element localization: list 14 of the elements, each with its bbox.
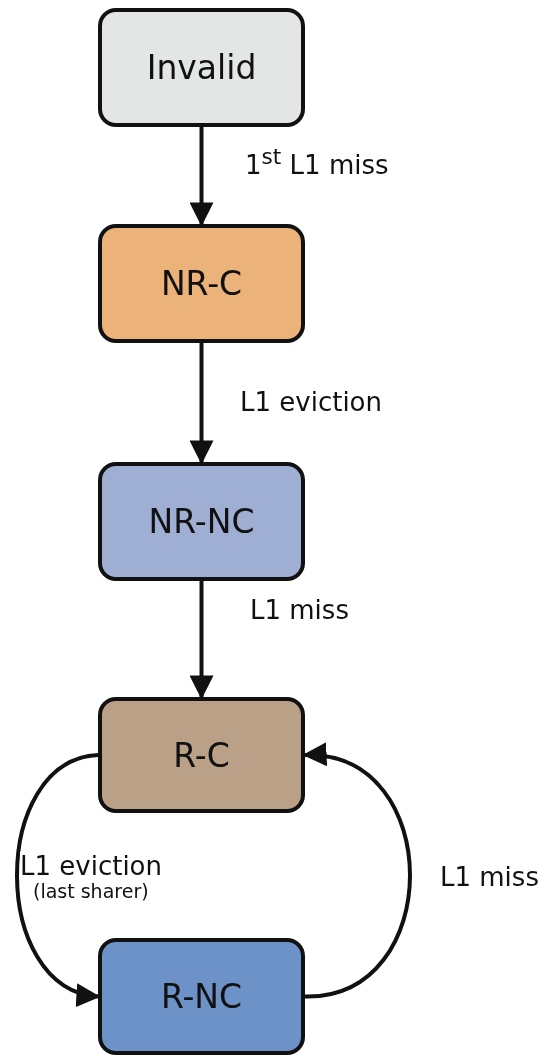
arrow <box>189 127 214 227</box>
state-box <box>98 697 305 813</box>
arrow <box>189 343 214 465</box>
state-name: Invalid <box>146 48 257 87</box>
edge-note: (last sharer) <box>33 880 149 902</box>
state-name: NR-NC <box>148 502 255 541</box>
state-box <box>98 224 305 343</box>
state-box <box>98 462 305 581</box>
state-name: NR-C <box>160 264 243 303</box>
state-box <box>98 8 305 127</box>
state-name: R-NC <box>160 977 243 1016</box>
state-box <box>98 938 305 1055</box>
state-name: R-C <box>173 735 230 775</box>
arrow <box>189 581 214 700</box>
